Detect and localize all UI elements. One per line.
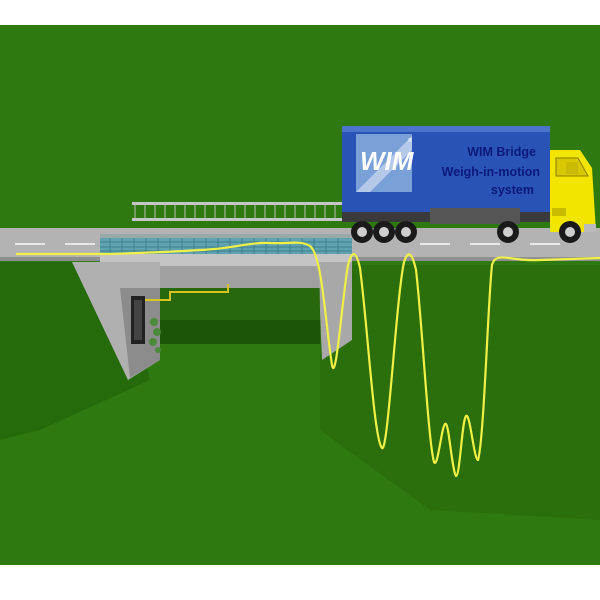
truck-caption-line3: system [491,183,534,197]
trailer-roof [342,126,550,132]
truck-caption-line2: Weigh-in-motion [442,165,540,179]
truck: WIM ® WIM Bridge Weigh-in-motion system [342,126,596,243]
bridge-deck-top [100,234,350,240]
cab-step [552,208,566,216]
cab-side-window [566,162,578,174]
cab-bumper [584,224,596,232]
cabinet-shrub [149,318,161,353]
trailer-skirt [430,208,520,224]
right-abutment [318,262,352,360]
bridge-girder-bottom [100,266,352,288]
weight-signal-trace [16,241,600,478]
guard-rail-back [132,202,342,221]
wim-logo-mark: ® [408,137,412,144]
wim-logo-panel [356,134,412,192]
road-center-dashes [15,243,560,245]
under-bridge-ground [160,320,320,344]
right-hill-shadow [320,265,600,520]
bridge-girder [100,254,352,266]
measurement-cabinet-panel [134,300,142,340]
wheels [351,221,581,243]
sensor-cable [145,284,229,301]
truck-caption-line1: WIM Bridge [467,145,536,159]
wim-logo-stripes [356,136,412,192]
wim-logo-text: WIM [360,146,415,176]
